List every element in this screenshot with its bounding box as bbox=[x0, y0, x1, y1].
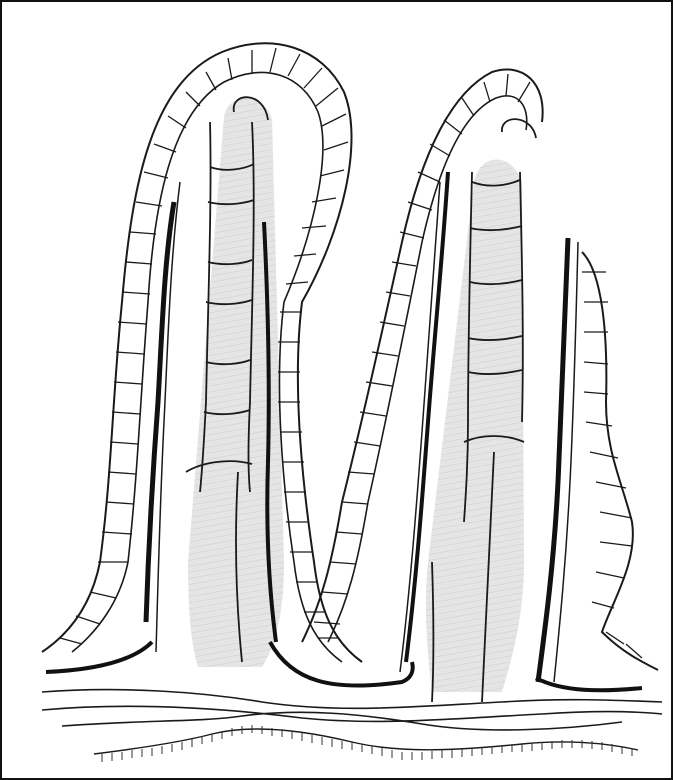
brush-edge bbox=[94, 729, 638, 754]
right-villus bbox=[302, 69, 543, 702]
base-layers bbox=[42, 642, 662, 762]
partial-villus-outer bbox=[582, 252, 658, 670]
left-villus bbox=[42, 43, 362, 667]
crypt-dark-curve-middle bbox=[270, 642, 413, 686]
right-villus-core bbox=[426, 160, 524, 693]
partial-villus-wall bbox=[538, 238, 568, 682]
partial-villus bbox=[538, 238, 658, 682]
crypt-dark-curve-right bbox=[536, 678, 642, 690]
crypt-dark-curve-left bbox=[46, 642, 152, 672]
